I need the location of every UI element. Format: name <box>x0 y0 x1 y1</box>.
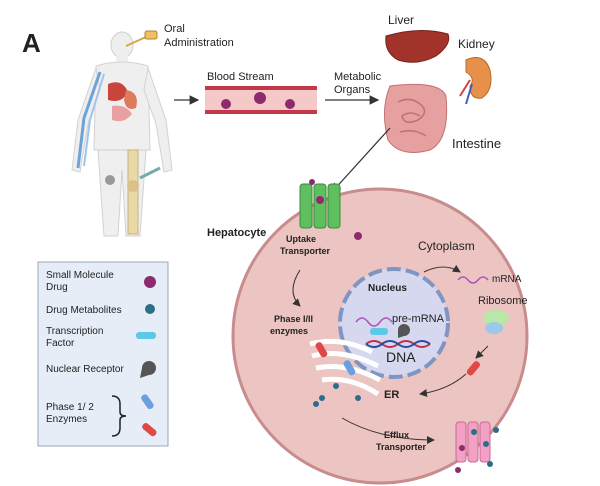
to-efflux-arrow <box>341 417 435 444</box>
drug-molecule <box>354 232 362 240</box>
intestine-label: Intestine <box>452 136 501 151</box>
blood-stream-label: Blood Stream <box>207 71 274 83</box>
drug-molecule <box>254 92 266 104</box>
blood-vessel <box>205 86 317 114</box>
legend-drug-icon <box>144 276 156 288</box>
liver-label: Liver <box>388 13 414 27</box>
uptake-transporter-icon <box>299 179 341 229</box>
legend-nuclear-receptor-icon <box>140 361 156 378</box>
er-label: ER <box>384 389 399 401</box>
drug-molecule <box>221 99 231 109</box>
metabolic-organs-label: Metabolic Organs <box>334 71 384 96</box>
nucleus-to-mrna-arrow <box>423 264 461 273</box>
dna-label: DNA <box>386 349 416 365</box>
transcription-factor-icon <box>370 328 388 335</box>
panel-label: A <box>22 28 41 58</box>
arrow-to-hepatocyte <box>331 127 391 193</box>
uptake-transporter-label: Uptake Transporter <box>280 234 331 256</box>
intestine-icon <box>384 83 448 153</box>
legend-metabolite-icon <box>145 304 155 314</box>
kidney-icon <box>459 57 492 105</box>
nuclear-receptor-icon <box>398 324 410 338</box>
legend-box: Small Molecule Drug Drug Metabolites Tra… <box>37 261 169 447</box>
cytoplasm-label: Cytoplasm <box>418 239 475 253</box>
legend-transcription-factor-icon <box>136 332 156 339</box>
legend-small-molecule-drug: Small Molecule Drug <box>46 270 117 293</box>
phase-enzymes-label: Phase I/II enzymes <box>270 314 316 336</box>
ribosome-icon <box>483 310 509 334</box>
human-body-icon <box>71 30 173 237</box>
phase-enzyme-icon <box>466 361 480 376</box>
legend-transcription-factor: Transcription Factor <box>46 326 106 349</box>
endoplasmic-reticulum-icon <box>309 338 382 401</box>
kidney-label: Kidney <box>458 37 495 51</box>
drug-molecule <box>285 99 295 109</box>
legend-nuclear-receptor: Nuclear Receptor <box>46 364 124 375</box>
oral-administration-label: Oral Administration <box>164 23 234 49</box>
mrna-strand <box>457 276 489 284</box>
mrna-label: mRNA <box>492 274 522 285</box>
nucleus-label: Nucleus <box>368 283 407 294</box>
legend-bracket <box>111 395 127 437</box>
pre-mrna-label: pre-mRNA <box>392 313 445 325</box>
hepatocyte-label: Hepatocyte <box>207 227 266 239</box>
enzyme-to-er-arrow <box>419 373 467 397</box>
legend-phase2-enzyme-icon <box>142 423 157 437</box>
dna-helix-icon <box>365 340 431 348</box>
pre-mrna-strand <box>355 317 393 327</box>
efflux-transporter-label: Efflux Transporter <box>376 430 427 452</box>
legend-phase-enzymes: Phase 1/ 2 Enzymes <box>46 402 97 425</box>
drug-metabolite <box>313 401 319 407</box>
ribosome-label: Ribosome <box>478 295 528 307</box>
efflux-transporter-icon <box>455 421 499 473</box>
ribosome-arrow <box>475 345 489 359</box>
legend-drug-metabolites: Drug Metabolites <box>46 305 122 316</box>
legend-phase1-enzyme-icon <box>141 394 154 410</box>
liver-icon <box>385 30 450 63</box>
uptake-path-arrow <box>292 269 301 307</box>
